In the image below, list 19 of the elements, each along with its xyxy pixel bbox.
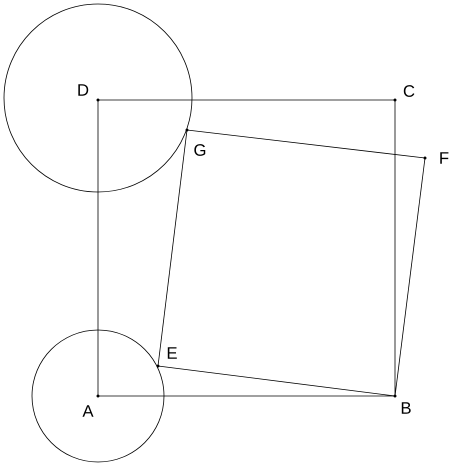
point: F — [424, 152, 448, 164]
node-label: C — [404, 85, 414, 97]
point: A — [82, 394, 100, 417]
node-label: B — [402, 402, 411, 414]
point: D — [78, 84, 100, 102]
line-segment — [158, 366, 396, 396]
point: C — [394, 85, 414, 102]
point: E — [156, 347, 177, 368]
line-segment — [394, 158, 426, 396]
point: G — [186, 128, 206, 156]
line-segment — [158, 130, 188, 366]
point: B — [394, 394, 411, 414]
node-label: A — [82, 405, 94, 417]
node-label: F — [440, 152, 448, 164]
line-segment — [186, 130, 426, 158]
node-label: D — [78, 84, 88, 96]
line-segment — [394, 100, 396, 396]
node-label: G — [194, 144, 206, 156]
node-label: E — [168, 347, 177, 359]
